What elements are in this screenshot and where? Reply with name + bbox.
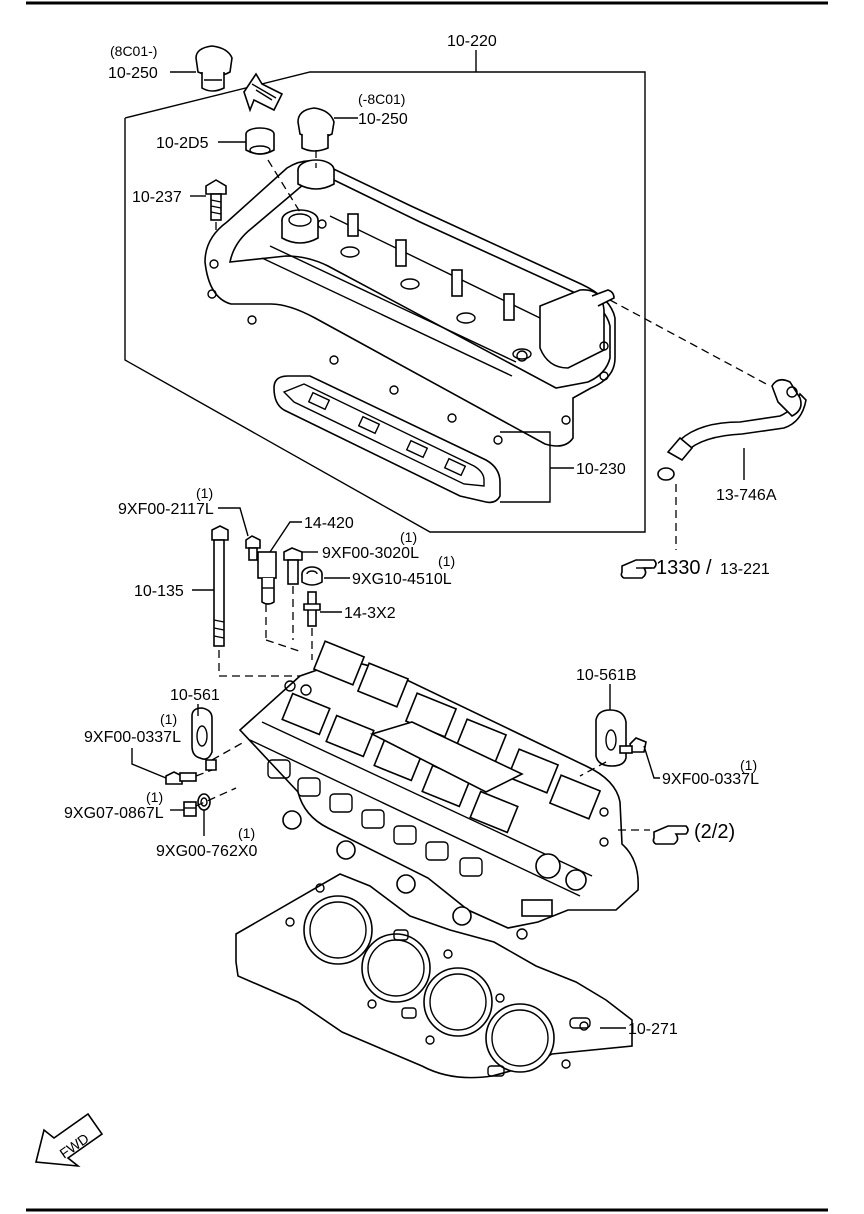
label-14-420: 14-420 <box>304 515 354 532</box>
guide-pcv <box>609 299 771 387</box>
label-9xg00-762x0: 9XG00-762X0 <box>156 843 258 860</box>
label-10-561b: 10-561B <box>576 667 637 684</box>
label-9xf00-2117l: 9XF00-2117L <box>118 501 214 518</box>
nut-9xg10-4510l <box>301 566 323 586</box>
leader-9xf00-0337l-left <box>131 748 167 779</box>
pointing-hand-icon-2 <box>652 825 689 845</box>
bolt-10-237 <box>205 179 227 221</box>
plug-9xg07-0867l <box>183 801 197 817</box>
gasket-10-561b <box>595 709 627 767</box>
ref-1330: 1330 <box>656 557 701 579</box>
label-10-135: 10-135 <box>134 583 184 600</box>
guide-0337l-left <box>195 769 213 777</box>
stud-14-3x2 <box>303 591 321 627</box>
washer-9xg00-762x0 <box>197 793 211 811</box>
label-10-271: 10-271 <box>628 1021 678 1038</box>
label-9xg10-4510l: 9XG10-4510L <box>352 571 452 588</box>
pointing-hand-icon <box>620 559 657 579</box>
leader-10-230 <box>500 431 551 503</box>
label-10-220: 10-220 <box>447 33 497 50</box>
qty-9xg00-762x0: (1) <box>238 825 255 841</box>
bracket-left <box>205 759 217 771</box>
oil-pressure-switch-14-420 <box>257 551 277 605</box>
label-9xf00-0337l-left: 9XF00-0337L <box>84 729 181 746</box>
pcv-hose-13-746a <box>657 378 807 481</box>
label-10-237: 10-237 <box>132 189 182 206</box>
label-10-250-a: 10-250 <box>108 65 158 82</box>
assembly-frame-10-220 <box>124 71 646 533</box>
intake-ports <box>267 759 483 877</box>
guide-filler <box>267 159 301 213</box>
guide-0867l <box>195 787 237 807</box>
qty-9xf00-0337l-left: (1) <box>160 711 177 727</box>
leader-9xf00-0337l-right <box>643 745 660 779</box>
guide-0337l-right <box>579 761 607 777</box>
head-bolt-10-135 <box>211 525 229 647</box>
label-10-250-a-qualifier: (8C01-) <box>110 43 157 59</box>
seal-10-2d5 <box>245 127 275 155</box>
head-gasket-10-271 <box>235 873 633 1079</box>
label-10-561: 10-561 <box>170 687 220 704</box>
label-13-746a: 13-746A <box>716 487 777 504</box>
qty-9xf00-3020l: (1) <box>400 529 417 545</box>
ref-13-221: 13-221 <box>720 561 770 578</box>
cylinder-head <box>238 640 639 940</box>
label-14-3x2: 14-3X2 <box>344 605 396 622</box>
leader-9xf00-2117l <box>218 507 249 537</box>
label-10-250-b-qualifier: (-8C01) <box>358 91 405 107</box>
cylinder-head-cover <box>204 159 616 447</box>
ref-separator: / <box>706 557 712 579</box>
label-10-230: 10-230 <box>576 461 626 478</box>
qty-9xg10-4510l: (1) <box>438 553 455 569</box>
label-10-250-b: 10-250 <box>358 111 408 128</box>
gasket-10-561 <box>191 707 213 760</box>
direction-arrow-icon <box>243 72 284 113</box>
guide-10-561 <box>211 741 245 761</box>
oil-filler-cap-10-250-inside <box>297 107 335 152</box>
label-9xf00-0337l-right: 9XF00-0337L <box>662 771 759 788</box>
bolt-9xf00-2117l <box>245 535 261 561</box>
leader-14-420 <box>269 521 302 553</box>
cover-gasket-10-230 <box>273 375 501 504</box>
label-9xf00-3020l: 9XF00-3020L <box>322 545 419 562</box>
qty-9xf00-2117l: (1) <box>196 485 213 501</box>
guide-14-420-b <box>265 639 303 653</box>
cover-bolt-holes <box>207 219 609 445</box>
label-10-2d5: 10-2D5 <box>156 135 209 152</box>
oil-filler-cap-10-250-outside <box>195 45 233 92</box>
label-9xg07-0867l: 9XG07-0867L <box>64 805 164 822</box>
ref-2-2: (2/2) <box>694 821 735 843</box>
qty-9xf00-0337l-right: (1) <box>740 757 757 773</box>
bolt-9xf00-3020l <box>283 547 303 585</box>
bolt-9xf00-0337l-left <box>165 771 197 785</box>
spark-plug-bosses <box>340 213 532 360</box>
forward-arrow-icon <box>34 1112 104 1168</box>
qty-9xg07-0867l: (1) <box>146 789 163 805</box>
